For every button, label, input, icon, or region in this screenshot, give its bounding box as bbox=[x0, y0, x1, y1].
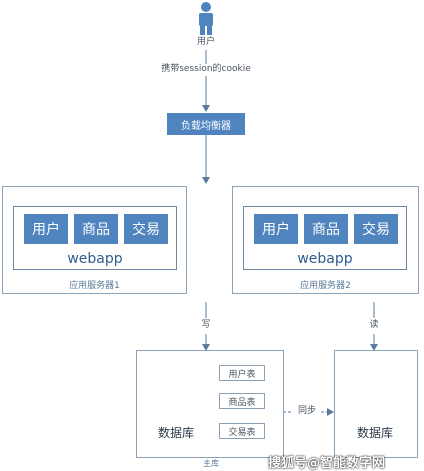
replica-database: 数据库 bbox=[334, 350, 418, 458]
webapp-label: webapp bbox=[297, 251, 353, 267]
read-label: 读 bbox=[369, 320, 379, 330]
module-user: 用户 bbox=[254, 214, 298, 244]
module-product: 商品 bbox=[74, 214, 118, 244]
module-trade: 交易 bbox=[124, 214, 168, 244]
primary-db-label: 主库 bbox=[203, 459, 219, 468]
server-label: 应用服务器2 bbox=[300, 281, 351, 291]
webapp-container: 用户 商品 交易 webapp bbox=[13, 206, 177, 270]
load-balancer: 负载均衡器 bbox=[167, 113, 245, 135]
app-server-2: 用户 商品 交易 webapp 应用服务器2 bbox=[232, 186, 419, 294]
primary-database: 数据库 用户表 商品表 交易表 bbox=[136, 350, 284, 458]
app-server-1: 用户 商品 交易 webapp 应用服务器1 bbox=[2, 186, 187, 294]
write-label: 写 bbox=[201, 320, 211, 330]
webapp-container: 用户 商品 交易 webapp bbox=[243, 206, 407, 270]
database-label: 数据库 bbox=[357, 426, 394, 440]
module-product: 商品 bbox=[304, 214, 348, 244]
sync-label: 同步 bbox=[297, 406, 316, 416]
user-label: 用户 bbox=[196, 37, 215, 47]
person-icon bbox=[199, 2, 213, 35]
table-trade: 交易表 bbox=[219, 423, 265, 439]
server-label: 应用服务器1 bbox=[69, 281, 120, 291]
table-product: 商品表 bbox=[219, 393, 265, 409]
carry-cookie-label: 携带session的cookie bbox=[161, 64, 251, 74]
webapp-label: webapp bbox=[67, 251, 123, 267]
module-user: 用户 bbox=[24, 214, 68, 244]
database-label: 数据库 bbox=[158, 426, 195, 440]
table-user: 用户表 bbox=[219, 365, 265, 381]
watermark: 搜狐号@智能数字网 bbox=[268, 456, 386, 471]
module-trade: 交易 bbox=[354, 214, 398, 244]
